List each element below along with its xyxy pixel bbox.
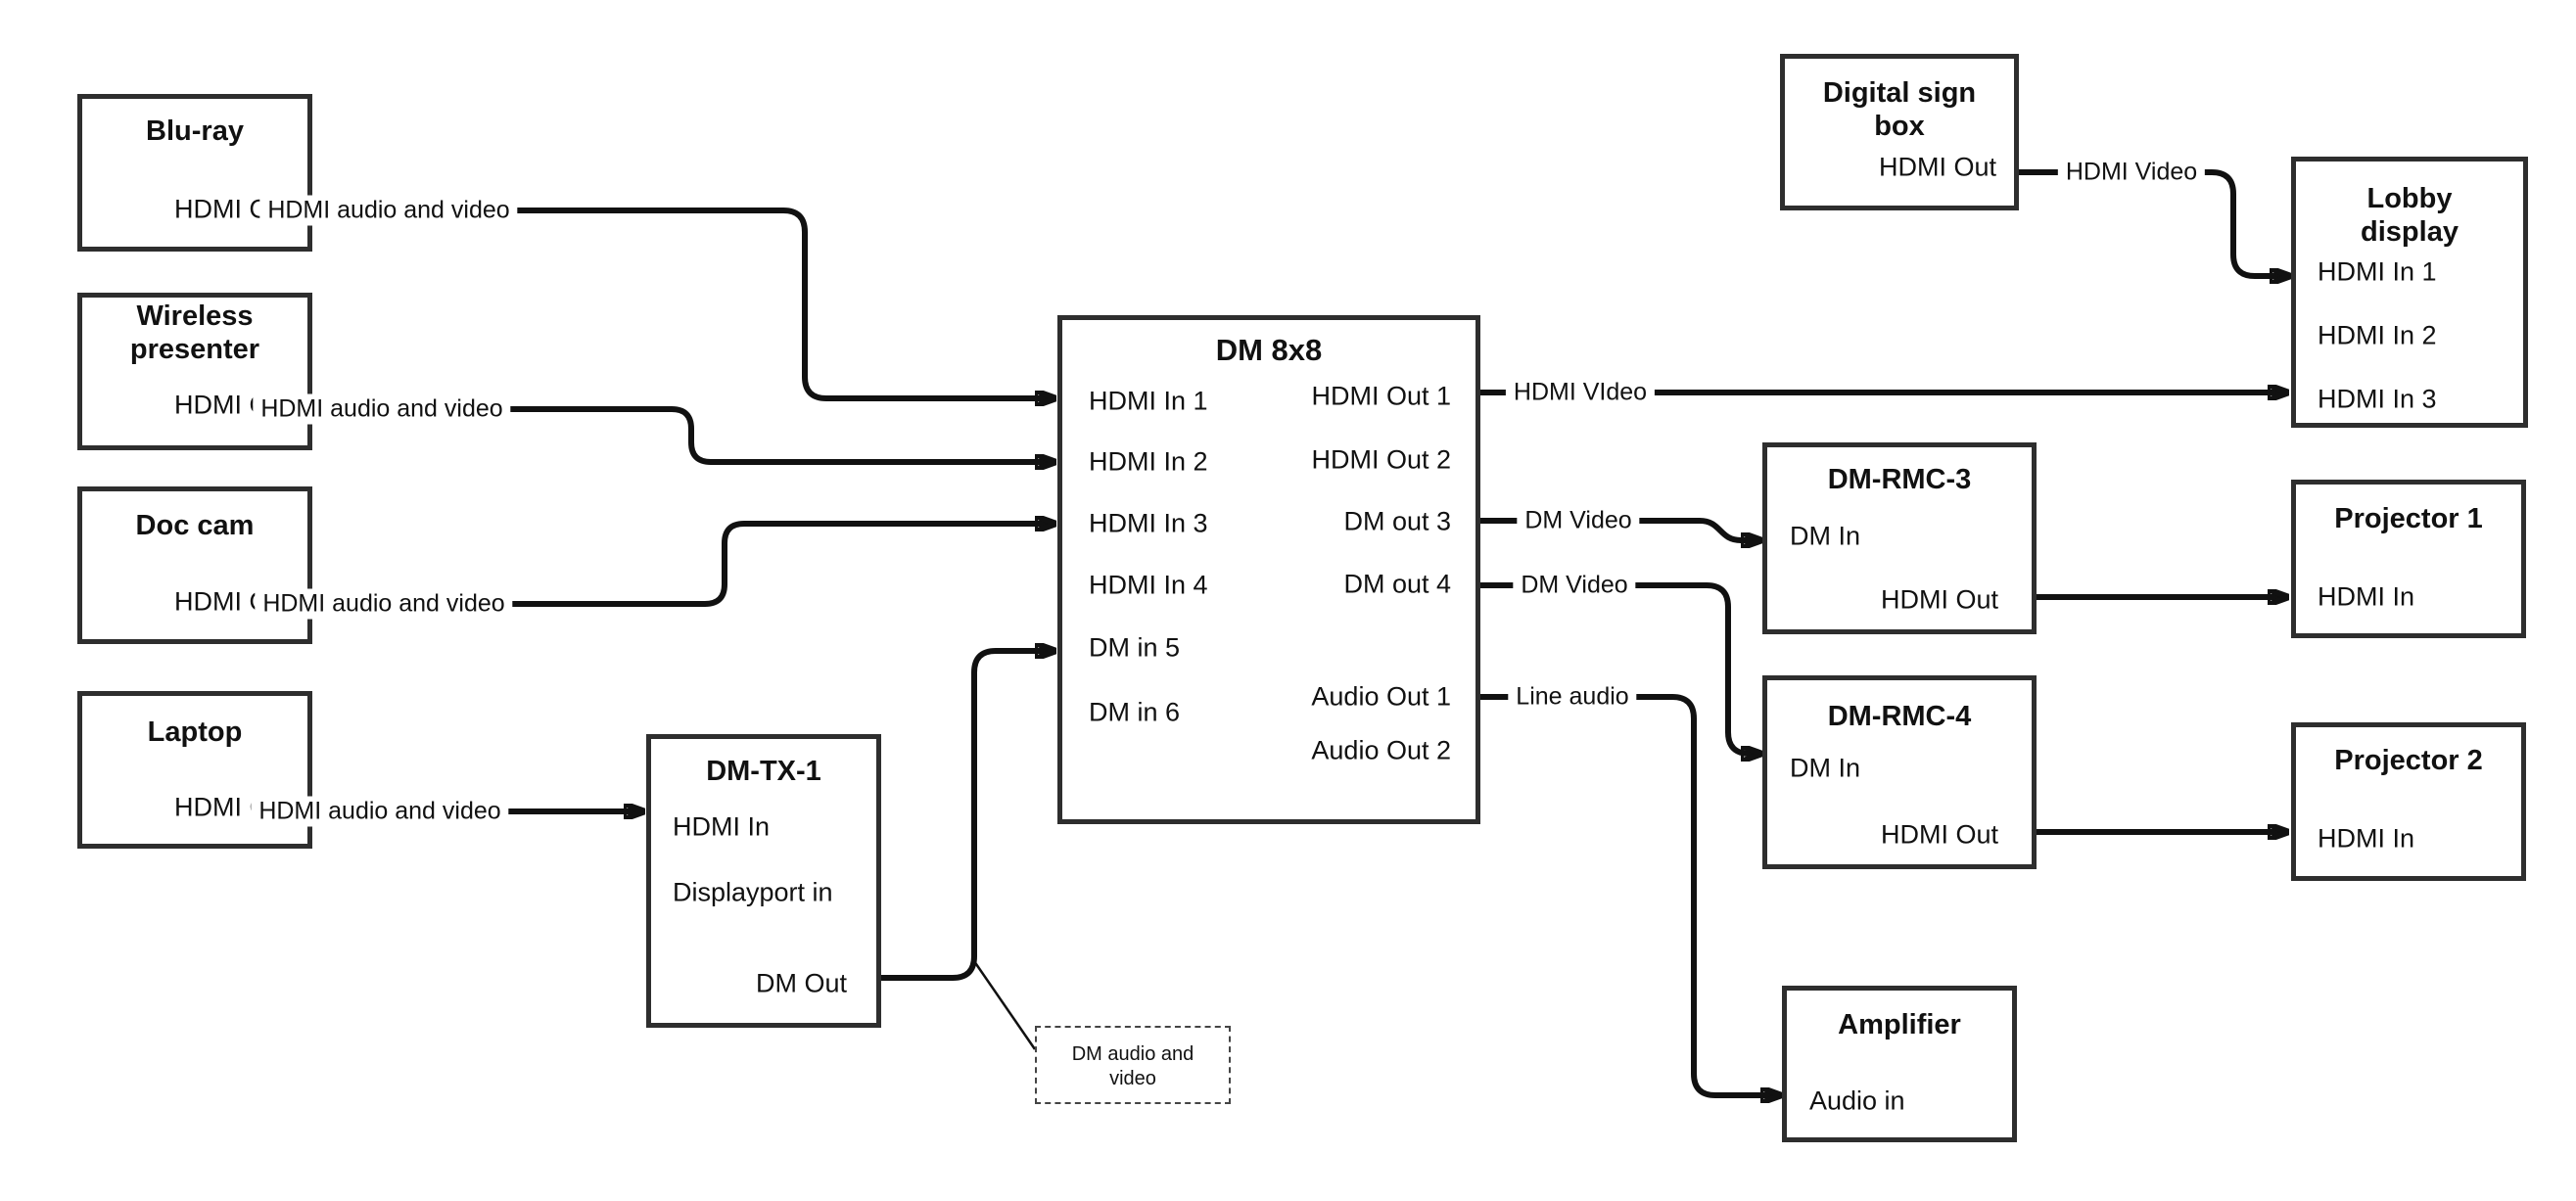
node-amplifier: Amplifier Audio in bbox=[1782, 986, 2017, 1142]
node-title: Blu-ray bbox=[146, 115, 244, 147]
port-hdmi-in: HDMI In bbox=[2318, 581, 2415, 612]
node-title: Laptop bbox=[147, 716, 243, 748]
port-hdmi-in-2: HDMI In 2 bbox=[1089, 446, 1208, 477]
port-hdmi-out-1: HDMI Out 1 bbox=[1311, 381, 1451, 411]
callout-dm-audio-video: DM audio and video bbox=[1035, 1026, 1231, 1104]
wire-dm8x8-out4-to-dmrmc4 bbox=[1480, 582, 1760, 754]
node-title: DM 8x8 bbox=[1215, 333, 1323, 367]
wire-label-wireless: HDMI audio and video bbox=[253, 393, 511, 425]
node-dmrmc3: DM-RMC-3 DM In HDMI Out bbox=[1762, 442, 2037, 634]
port-dm-out: DM Out bbox=[755, 968, 847, 998]
callout-leader-line bbox=[972, 960, 1037, 1050]
port-hdmi-in: HDMI In bbox=[673, 811, 771, 842]
port-hdmi-in-1: HDMI In 1 bbox=[2318, 256, 2437, 287]
callout-line2: video bbox=[1109, 1068, 1156, 1089]
wire-dm8x8-audio1-to-amplifier bbox=[1480, 694, 1780, 1095]
port-hdmi-out: HDMI Out bbox=[1878, 152, 1996, 182]
node-title-line2: display bbox=[2361, 216, 2459, 248]
node-projector-2: Projector 2 HDMI In bbox=[2291, 722, 2526, 881]
node-title-line1: Wireless bbox=[136, 300, 254, 332]
wire-doccam-to-dm8x8-in3 bbox=[312, 524, 1054, 607]
port-hdmi-in-3: HDMI In 3 bbox=[1089, 508, 1208, 538]
port-hdmi-in-1: HDMI In 1 bbox=[1089, 386, 1208, 416]
node-wireless-presenter: Wireless presenter HDMI Out bbox=[77, 293, 312, 450]
node-title-line1: Digital sign bbox=[1822, 77, 1977, 109]
node-title-line1: Lobby bbox=[2366, 183, 2453, 214]
node-title-line2: box bbox=[1874, 111, 1925, 142]
port-hdmi-in-3: HDMI In 3 bbox=[2318, 384, 2437, 414]
wire-dmtx1-to-dm8x8-in5 bbox=[881, 651, 1054, 981]
wire-digitalsign-to-lobby-in1 bbox=[2019, 169, 2289, 276]
node-title: Doc cam bbox=[135, 510, 255, 541]
wire-dm8x8-out3-to-dmrmc3 bbox=[1480, 518, 1760, 540]
node-doc-cam: Doc cam HDMI Out bbox=[77, 486, 312, 644]
node-dmtx1: DM-TX-1 HDMI In Displayport in DM Out bbox=[646, 734, 881, 1028]
node-dmrmc4: DM-RMC-4 DM In HDMI Out bbox=[1762, 675, 2037, 869]
port-dm-out-3: DM out 3 bbox=[1343, 506, 1451, 536]
port-hdmi-out: HDMI Out bbox=[1880, 819, 1998, 850]
node-title: Amplifier bbox=[1838, 1009, 1961, 1040]
port-hdmi-in-4: HDMI In 4 bbox=[1089, 570, 1208, 600]
port-dm-in: DM In bbox=[1790, 753, 1861, 783]
port-audio-in: Audio in bbox=[1809, 1086, 1905, 1116]
node-title: Projector 1 bbox=[2334, 503, 2483, 534]
wire-label-laptop: HDMI audio and video bbox=[251, 796, 509, 827]
port-audio-out-1: Audio Out 1 bbox=[1311, 681, 1451, 712]
wire-bluray-to-dm8x8-in1 bbox=[312, 208, 1054, 398]
node-title: DM-TX-1 bbox=[706, 756, 821, 787]
wire-label-bluray: HDMI audio and video bbox=[259, 195, 518, 226]
port-dm-in-6: DM in 6 bbox=[1089, 697, 1181, 727]
wire-wireless-to-dm8x8-in2 bbox=[312, 406, 1054, 462]
node-title: DM-RMC-4 bbox=[1827, 701, 1972, 732]
port-hdmi-out: HDMI Out bbox=[1880, 584, 1998, 615]
node-digital-sign-box: Digital sign box HDMI Out bbox=[1780, 54, 2019, 210]
port-displayport-in: Displayport in bbox=[673, 877, 833, 907]
node-lobby-display: Lobby display HDMI In 1 HDMI In 2 HDMI I… bbox=[2291, 157, 2528, 428]
node-title-line2: presenter bbox=[129, 334, 260, 365]
port-hdmi-out-2: HDMI Out 2 bbox=[1311, 444, 1451, 475]
port-dm-in-5: DM in 5 bbox=[1089, 632, 1181, 663]
port-hdmi-in: HDMI In bbox=[2318, 823, 2415, 854]
node-title: Projector 2 bbox=[2334, 745, 2483, 776]
callout-line1: DM audio and bbox=[1071, 1043, 1194, 1065]
wire-label-doccam: HDMI audio and video bbox=[255, 588, 513, 620]
wire-label-hdmi-video-out1: HDMI VIdeo bbox=[1505, 377, 1656, 408]
port-hdmi-in-2: HDMI In 2 bbox=[2318, 320, 2437, 350]
node-dm8x8: DM 8x8 HDMI In 1 HDMI In 2 HDMI In 3 HDM… bbox=[1057, 315, 1480, 824]
node-bluray: Blu-ray HDMI Out bbox=[77, 94, 312, 252]
port-audio-out-2: Audio Out 2 bbox=[1311, 735, 1451, 765]
wire-label-dm-video-out3: DM Video bbox=[1517, 505, 1640, 536]
wire-label-dm-video-out4: DM Video bbox=[1513, 570, 1636, 601]
port-dm-in: DM In bbox=[1790, 521, 1861, 551]
node-projector-1: Projector 1 HDMI In bbox=[2291, 480, 2526, 638]
wire-label-line-audio: Line audio bbox=[1508, 681, 1637, 713]
port-dm-out-4: DM out 4 bbox=[1343, 569, 1451, 599]
wire-label-hdmi-video-sign: HDMI Video bbox=[2057, 157, 2206, 188]
node-title: DM-RMC-3 bbox=[1827, 464, 1972, 495]
